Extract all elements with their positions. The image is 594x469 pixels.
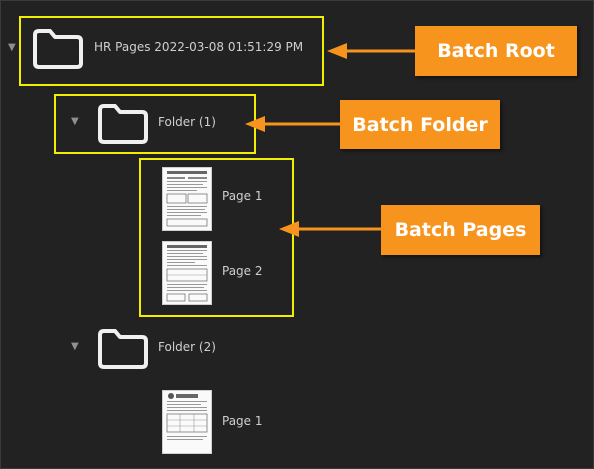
page-thumbnail[interactable] <box>162 167 212 231</box>
page-thumbnail[interactable] <box>162 241 212 305</box>
folder-icon <box>33 29 83 69</box>
expand-caret-root[interactable]: ▼ <box>8 42 16 53</box>
batch-root-highlight <box>19 16 324 86</box>
folder-2-label[interactable]: Folder (2) <box>158 340 216 354</box>
page-label[interactable]: Page 2 <box>222 264 263 278</box>
folder-icon <box>98 104 148 144</box>
page-label[interactable]: Page 1 <box>222 414 263 428</box>
page-thumbnail[interactable] <box>162 390 212 454</box>
batch-pages-callout: Batch Pages <box>381 205 540 255</box>
expand-caret-folder-2[interactable]: ▼ <box>71 341 79 352</box>
page-label[interactable]: Page 1 <box>222 189 263 203</box>
batch-root-label[interactable]: HR Pages 2022-03-08 01:51:29 PM <box>94 40 304 54</box>
folder-1-label[interactable]: Folder (1) <box>158 115 216 129</box>
batch-root-callout: Batch Root <box>415 26 577 76</box>
expand-caret-folder-1[interactable]: ▼ <box>71 116 79 127</box>
batch-folder-callout: Batch Folder <box>340 100 500 149</box>
folder-icon <box>98 329 148 369</box>
batch-pages-highlight <box>139 158 294 317</box>
